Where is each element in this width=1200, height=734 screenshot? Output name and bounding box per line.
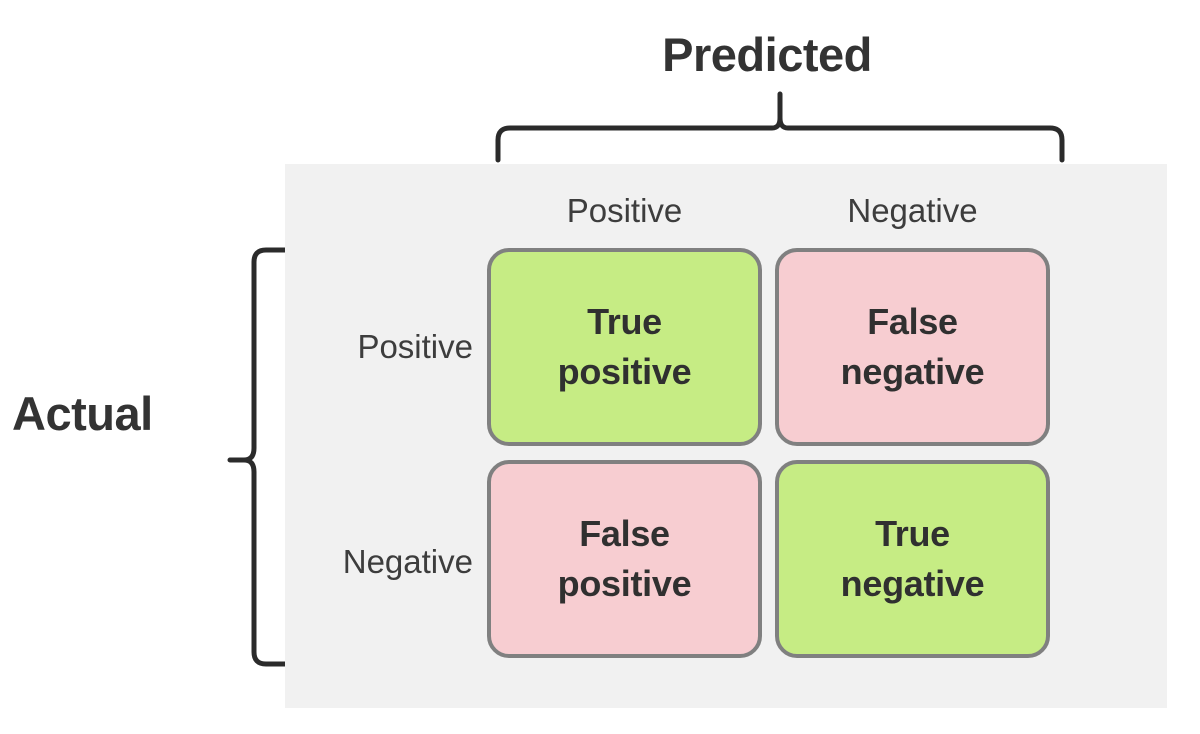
predicted-brace-icon xyxy=(495,91,1065,163)
cell-true-positive-label: True positive xyxy=(557,301,692,392)
actual-brace-icon xyxy=(227,247,289,667)
predicted-axis-title: Predicted xyxy=(662,28,872,81)
cell-true-negative-label: True negative xyxy=(840,513,985,604)
column-header-negative: Negative xyxy=(847,192,978,229)
row-header-negative: Negative xyxy=(342,543,473,580)
cell-true-negative: True negative xyxy=(775,460,1050,658)
cell-true-positive: True positive xyxy=(487,248,762,446)
column-header-positive: Positive xyxy=(566,192,683,229)
actual-axis-title: Actual xyxy=(12,387,153,440)
cell-false-positive-label: False positive xyxy=(557,513,692,604)
cell-false-negative-label: False negative xyxy=(840,301,985,392)
cell-false-positive: False positive xyxy=(487,460,762,658)
row-header-positive: Positive xyxy=(357,328,473,365)
cell-false-negative: False negative xyxy=(775,248,1050,446)
